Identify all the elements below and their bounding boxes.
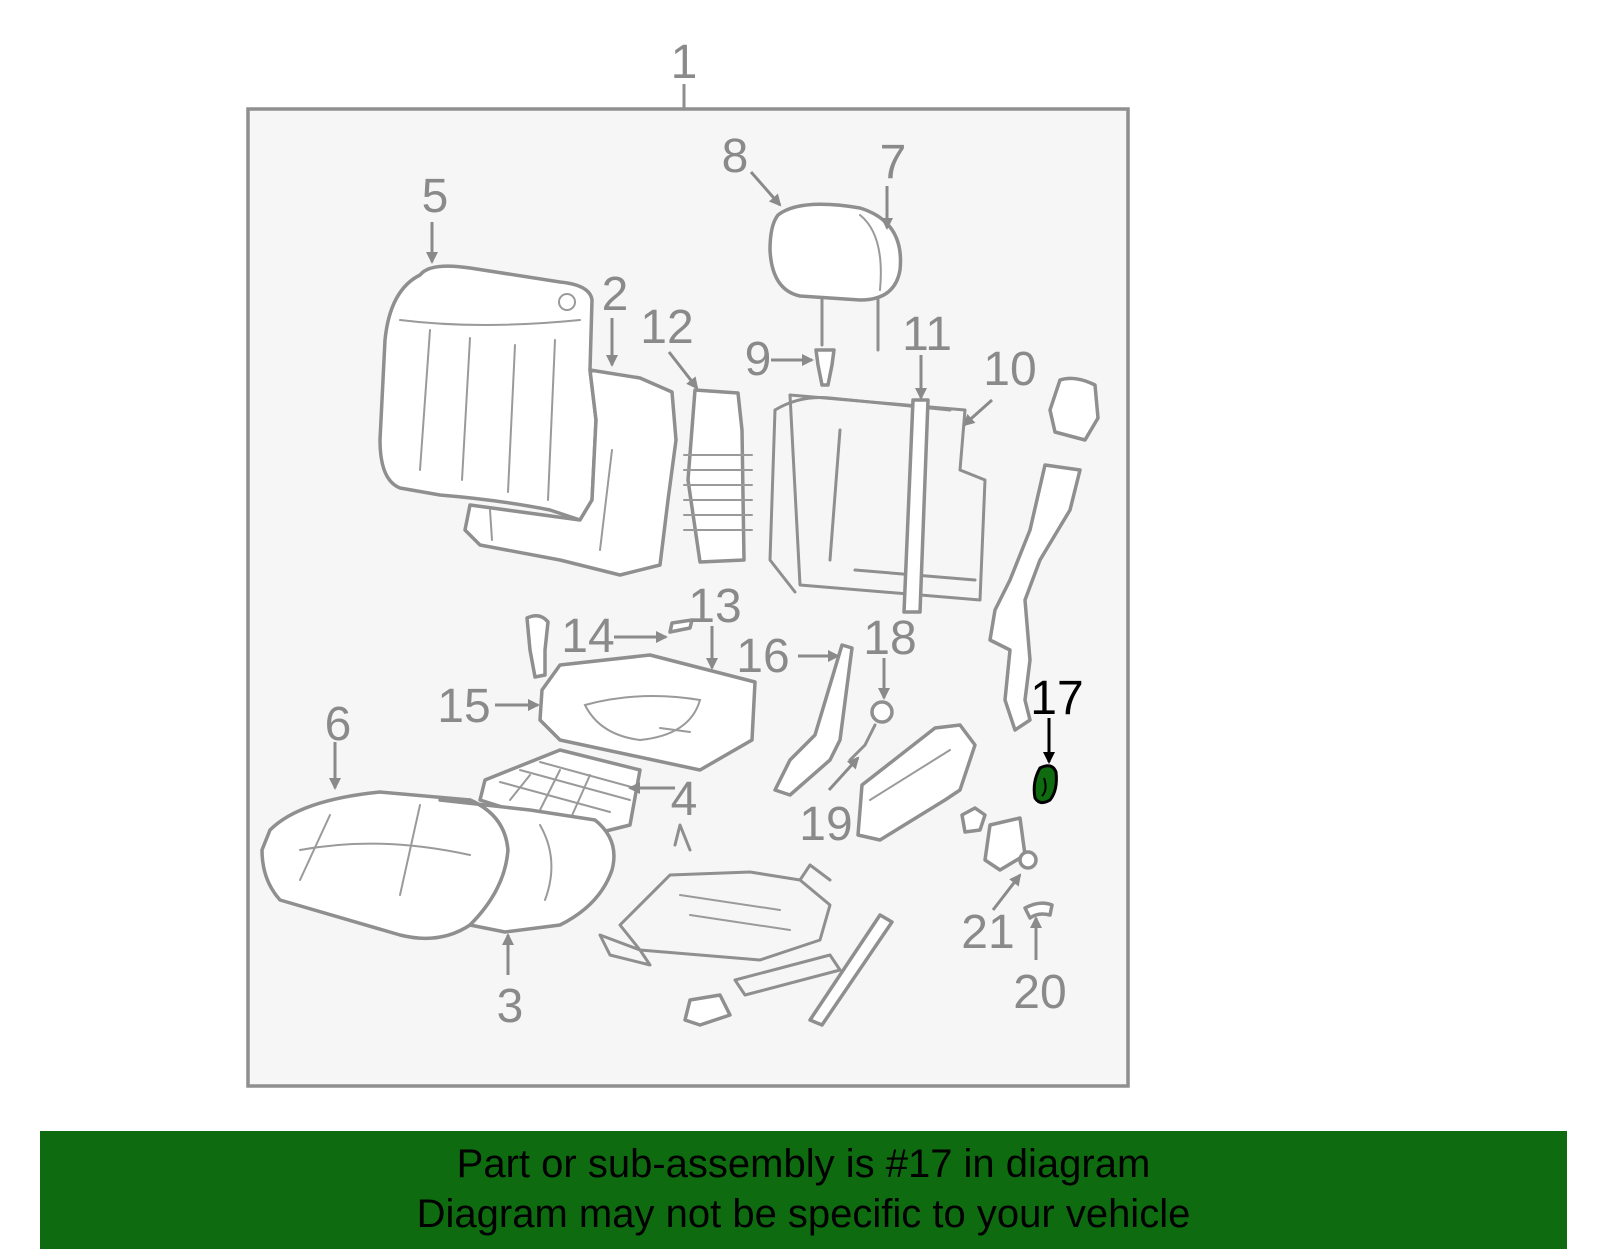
callout-21: 21 (961, 906, 1014, 959)
part-20-clip[interactable] (1023, 901, 1054, 920)
callout-19: 19 (799, 798, 852, 851)
callout-4: 4 (671, 773, 698, 826)
callout-3: 3 (497, 980, 524, 1033)
callout-13: 13 (688, 580, 741, 633)
part-bezel-upper[interactable] (1048, 376, 1100, 442)
banner-line-disclaimer: Diagram may not be specific to your vehi… (416, 1192, 1191, 1236)
callout-11: 11 (902, 308, 952, 361)
part-6-cushion-cover[interactable] (260, 790, 510, 941)
part-17-highlighted[interactable] (1032, 764, 1058, 805)
part-11-frame-rod[interactable] (902, 398, 930, 614)
part-4-spring-mat[interactable] (478, 748, 642, 837)
part-side-panel[interactable] (988, 463, 1082, 732)
part-seat-track[interactable] (598, 823, 842, 997)
callout-14: 14 (561, 610, 614, 663)
part-2-seatback-pad[interactable] (463, 368, 678, 577)
part-16-adjuster[interactable] (773, 643, 854, 797)
part-10-seatback-frame[interactable] (768, 393, 987, 602)
part-12-lumbar-support[interactable] (683, 388, 753, 564)
part-rail[interactable] (808, 913, 894, 1027)
callout-labels: 1 2 3 4 5 6 7 8 9 10 11 12 13 14 15 16 1… (325, 36, 1084, 1033)
callout-1: 1 (671, 36, 698, 89)
callout-12: 12 (640, 301, 693, 354)
banner-line-part: Part or sub-assembly is #17 in diagram (456, 1142, 1151, 1186)
part-rail-cover[interactable] (683, 993, 732, 1027)
info-banner: Part or sub-assembly is #17 in diagram D… (40, 1131, 1567, 1249)
part-8-headrest-cover[interactable] (768, 202, 903, 352)
part-5-seatback-cover[interactable] (378, 264, 598, 522)
callout-15: 15 (437, 680, 490, 733)
callout-2: 2 (602, 268, 629, 321)
callout-20: 20 (1013, 966, 1066, 1019)
part-14-handle[interactable] (525, 614, 694, 679)
callout-10: 10 (983, 343, 1036, 396)
callout-18: 18 (863, 612, 916, 665)
callout-17: 17 (1030, 672, 1083, 725)
part-18-knob[interactable] (848, 700, 894, 762)
part-15-cushion-frame[interactable] (538, 653, 757, 772)
callout-16: 16 (736, 630, 789, 683)
callout-8: 8 (722, 130, 749, 183)
callout-5: 5 (422, 170, 449, 223)
part-9-headrest-guide[interactable] (814, 348, 836, 387)
callout-9: 9 (745, 333, 772, 386)
callout-6: 6 (325, 698, 352, 751)
part-19-side-shield[interactable] (856, 723, 977, 842)
part-3-cushion-pad[interactable] (438, 798, 616, 934)
leader-arrows (329, 171, 1055, 975)
part-21-switch[interactable] (960, 806, 1038, 872)
callout-7: 7 (880, 136, 907, 189)
